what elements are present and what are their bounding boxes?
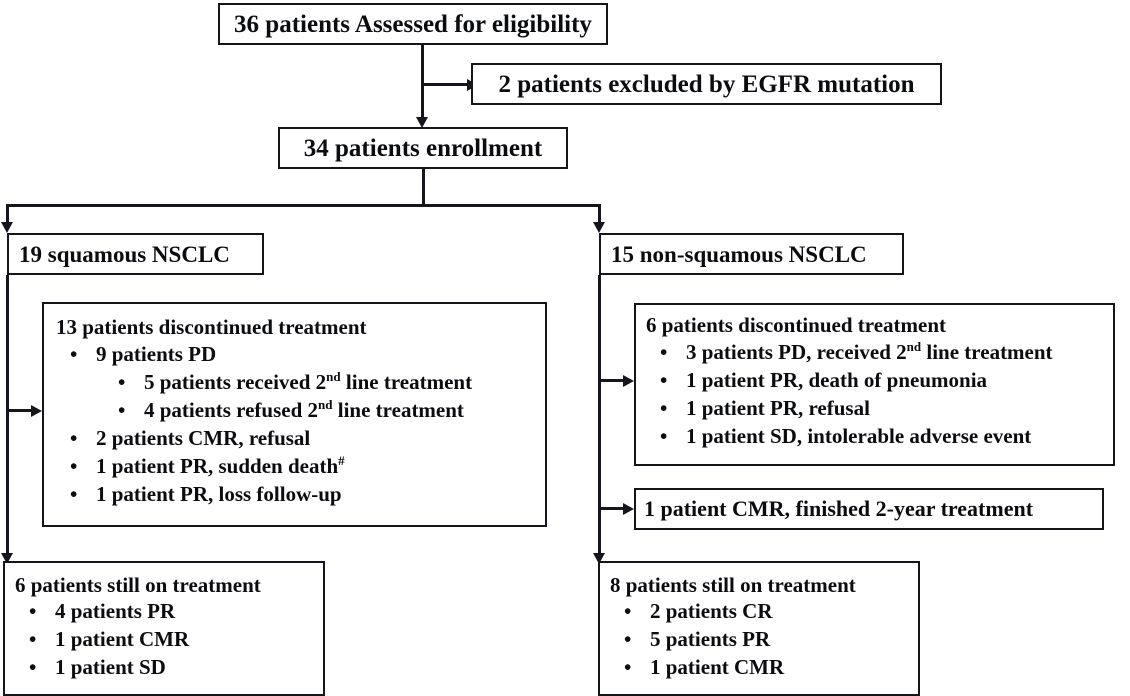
node-squamous-discontinued-header: 13 patients discontinued treatment xyxy=(56,315,367,339)
node-assessed-label: 36 patients Assessed for eligibility xyxy=(234,10,592,38)
list-item-text: 5 patients received 2nd line treatment xyxy=(144,369,473,394)
connector-enrollment-down xyxy=(422,168,425,207)
node-squamous-label: 19 squamous NSCLC xyxy=(19,241,230,267)
list-item: • 1 patient PR, refusal xyxy=(646,398,1113,419)
node-nonsquamous-on-treatment-header: 8 patients still on treatment xyxy=(610,572,856,597)
bullet-icon: • xyxy=(70,482,78,506)
node-squamous-on-treatment-header: 6 patients still on treatment xyxy=(15,572,261,597)
list-item-text: 3 patients PD, received 2nd line treatme… xyxy=(686,339,1053,364)
list-item: • 1 patient PR, loss follow-up xyxy=(56,484,545,505)
list-item-text: 1 patient SD, intolerable adverse event xyxy=(686,424,1032,448)
node-squamous-on-treatment-list: • 4 patients PR • 1 patient CMR • 1 patient S… xyxy=(15,598,323,685)
list-item: • 1 patient PR, sudden death# xyxy=(56,453,545,478)
arrowhead-enrollment xyxy=(416,117,428,128)
node-nonsquamous-nsclc[interactable]: 15 non-squamous NSCLC xyxy=(599,233,904,275)
list-item-text: 2 patients CR xyxy=(650,598,773,623)
node-excluded-egfr[interactable]: 2 patients excluded by EGFR mutation xyxy=(471,63,942,105)
list-item-text: 2 patients CMR, refusal xyxy=(96,426,311,450)
list-item-text: 5 patients PR xyxy=(650,626,771,651)
list-item: • 1 patient CMR xyxy=(610,654,918,679)
list-item-text: 1 patient PR, loss follow-up xyxy=(96,482,342,506)
list-item: • 1 patient CMR xyxy=(15,626,323,651)
bullet-icon: • xyxy=(29,626,37,651)
node-nonsquamous-discontinued-header: 6 patients discontinued treatment xyxy=(646,313,947,337)
node-enrollment[interactable]: 34 patients enrollment xyxy=(278,127,568,169)
superscript: # xyxy=(338,453,345,468)
bullet-icon: • xyxy=(118,370,126,394)
node-assessed-for-eligibility[interactable]: 36 patients Assessed for eligibility xyxy=(218,3,608,45)
node-enrollment-label: 34 patients enrollment xyxy=(303,134,543,162)
list-item-text: 1 patient PR, refusal xyxy=(686,396,870,420)
list-item: • 1 patient SD, intolerable adverse event xyxy=(646,426,1113,447)
arrowhead-squamous xyxy=(1,222,13,233)
node-nonsquamous-label: 15 non-squamous NSCLC xyxy=(611,241,867,267)
arrowhead-nonsquamous xyxy=(593,222,605,233)
bullet-icon: • xyxy=(660,368,668,392)
list-item-text: 1 patient PR, sudden death# xyxy=(96,453,345,478)
superscript: nd xyxy=(326,369,341,384)
bullet-icon: • xyxy=(29,654,37,679)
connector-assessed-to-enrollment xyxy=(421,44,424,121)
bullet-icon: • xyxy=(29,598,37,623)
connector-nonsq-to-discontinued xyxy=(598,379,628,382)
arrowhead-nonsq-ontreatment xyxy=(593,553,605,564)
list-item: • 4 patients PR xyxy=(15,598,323,623)
node-squamous-discontinued-list: • 9 patients PD • 5 patients received 2nd l… xyxy=(56,344,545,512)
list-item: • 1 patient PR, death of pneumonia xyxy=(646,370,1113,391)
list-item: • 5 patients PR xyxy=(610,626,918,651)
node-nonsquamous-discontinued-list: • 3 patients PD, received 2nd line treatm… xyxy=(646,339,1113,454)
node-nonsquamous-finished[interactable]: 1 patient CMR, finished 2-year treatment xyxy=(634,488,1104,530)
list-item-text: 1 patient CMR xyxy=(650,654,785,679)
list-item: • 5 patients received 2nd line treatment xyxy=(56,369,545,394)
list-item: • 4 patients refused 2nd line treatment xyxy=(56,397,545,422)
superscript: nd xyxy=(906,339,922,354)
list-item: • 2 patients CMR, refusal xyxy=(56,428,545,449)
connector-squamous-spine xyxy=(6,275,9,558)
connector-to-excluded xyxy=(421,83,473,86)
list-item-text: 4 patients refused 2nd line treatment xyxy=(144,397,464,422)
connector-split-left-drop xyxy=(6,204,9,226)
list-item: • 1 patient SD xyxy=(15,654,323,679)
list-item: • 9 patients PD xyxy=(56,344,545,365)
arrowhead-sq-ontreatment xyxy=(1,553,13,564)
bullet-icon: • xyxy=(624,654,632,679)
connector-split-right-drop xyxy=(598,204,601,226)
node-nonsquamous-on-treatment[interactable]: 8 patients still on treatment • 2 patient… xyxy=(598,561,920,696)
list-item-text: 1 patient CMR xyxy=(55,626,190,651)
bullet-icon: • xyxy=(660,424,668,448)
superscript: nd xyxy=(318,397,333,412)
connector-nonsquamous-spine xyxy=(598,275,601,558)
bullet-icon: • xyxy=(70,342,78,366)
arrowhead-sq-discontinued xyxy=(31,405,42,417)
list-item: • 3 patients PD, received 2nd line treatm… xyxy=(646,339,1113,364)
arrowhead-nonsq-finished xyxy=(623,503,634,515)
node-nonsquamous-on-treatment-list: • 2 patients CR • 5 patients PR • 1 patient C… xyxy=(610,598,918,685)
bullet-icon: • xyxy=(660,396,668,420)
bullet-icon: • xyxy=(118,398,126,422)
list-item-text: 1 patient PR, death of pneumonia xyxy=(686,368,988,392)
arrowhead-nonsq-discontinued xyxy=(623,375,634,387)
node-nonsquamous-finished-label: 1 patient CMR, finished 2-year treatment xyxy=(644,496,1034,521)
node-squamous-on-treatment[interactable]: 6 patients still on treatment • 4 patient… xyxy=(3,561,325,696)
node-squamous-discontinued[interactable]: 13 patients discontinued treatment • 9 pa… xyxy=(42,302,547,527)
node-excluded-label: 2 patients excluded by EGFR mutation xyxy=(498,70,915,98)
bullet-icon: • xyxy=(624,626,632,651)
list-item: • 2 patients CR xyxy=(610,598,918,623)
bullet-icon: • xyxy=(660,340,668,364)
connector-nonsq-to-finished xyxy=(598,507,628,510)
bullet-icon: • xyxy=(70,454,78,478)
list-item-text: 9 patients PD xyxy=(96,342,217,366)
list-item-text: 1 patient SD xyxy=(55,654,166,679)
bullet-icon: • xyxy=(70,426,78,450)
connector-sq-to-discontinued xyxy=(6,409,36,412)
connector-split-bar xyxy=(6,204,601,207)
bullet-icon: • xyxy=(624,598,632,623)
list-item-text: 4 patients PR xyxy=(55,598,176,623)
node-squamous-nsclc[interactable]: 19 squamous NSCLC xyxy=(7,233,264,275)
node-nonsquamous-discontinued[interactable]: 6 patients discontinued treatment • 3 pat… xyxy=(634,303,1115,466)
